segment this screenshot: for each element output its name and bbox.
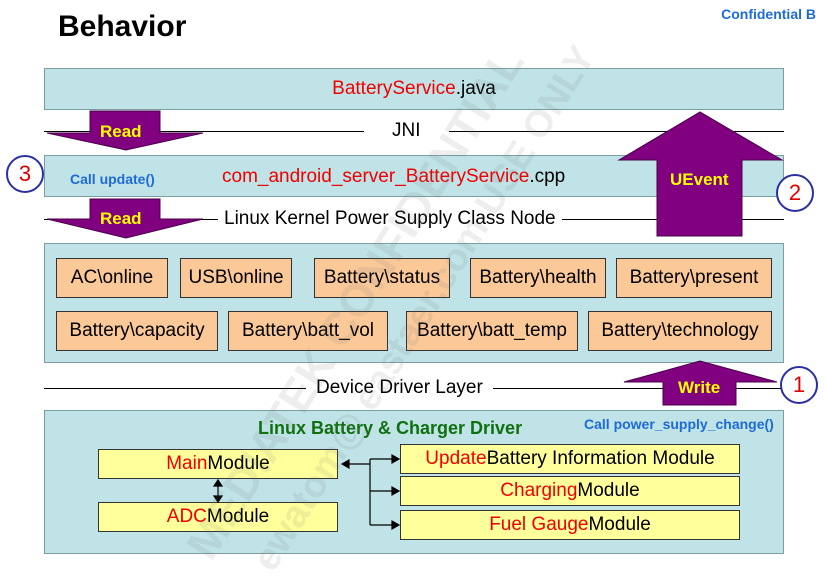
- driver-box-title: Linux Battery & Charger Driver: [258, 418, 523, 438]
- read-arrow-bottom-label: Read: [100, 209, 142, 228]
- main-module: Main Module: [98, 449, 338, 479]
- confidential-label: Confidential B: [721, 6, 816, 22]
- node-battery-present: Battery\present: [616, 258, 772, 298]
- charging-module-name: Charging: [500, 480, 578, 501]
- step-1-marker: 1: [780, 366, 818, 404]
- module-connectors: [212, 453, 401, 531]
- node-usb-online: USB\online: [180, 258, 292, 298]
- call-update-label: Call update(): [70, 171, 155, 187]
- charging-module: Charging Module: [400, 476, 740, 506]
- battery-service-band: BatteryService.java: [44, 68, 784, 110]
- write-arrow-label: Write: [678, 378, 721, 397]
- page-title: Behavior: [58, 10, 187, 43]
- node-battery-batt-temp: Battery\batt_temp: [406, 311, 578, 351]
- bus-update-arrowhead: [391, 453, 401, 465]
- main-adc-arrow-up: [212, 478, 224, 487]
- main-adc-arrow-down: [212, 495, 224, 504]
- jni-file-name: com_android_server_BatteryService: [222, 166, 530, 187]
- battery-service-ext: .java: [455, 78, 496, 99]
- node-ac-online: AC\online: [56, 258, 168, 298]
- node-battery-health: Battery\health: [470, 258, 606, 298]
- flow-arrows: [46, 110, 784, 406]
- write-arrow: [623, 360, 778, 406]
- read-arrow-top: [46, 110, 204, 151]
- main-module-suffix: Module: [207, 453, 270, 474]
- bus-fuel-arrowhead: [391, 519, 401, 531]
- read-arrow-top-label: Read: [100, 122, 142, 141]
- charging-module-suffix: Module: [577, 480, 640, 501]
- uevent-arrow-label: UEvent: [670, 170, 729, 189]
- node-battery-capacity: Battery\capacity: [56, 311, 218, 351]
- step-2-marker: 2: [776, 174, 814, 212]
- node-battery-batt-vol: Battery\batt_vol: [228, 311, 388, 351]
- fuel-gauge-module: Fuel Gauge Module: [400, 510, 740, 540]
- update-battery-info-module: Update Battery Information Module: [400, 444, 740, 474]
- call-power-supply-change-label: Call power_supply_change(): [584, 416, 774, 432]
- jni-file-ext: .cpp: [529, 166, 566, 187]
- main-module-name: Main: [166, 453, 208, 474]
- main-bus-arrowhead: [340, 458, 350, 470]
- battery-service-name: BatteryService: [332, 78, 456, 99]
- adc-module-suffix: Module: [206, 506, 270, 527]
- uevent-arrow: [617, 111, 784, 237]
- read-arrow-bottom: [46, 198, 204, 239]
- update-module-suffix: Battery Information Module: [486, 448, 715, 469]
- fuel-gauge-module-suffix: Module: [588, 514, 651, 535]
- step-3-marker: 3: [6, 155, 44, 193]
- jni-file-label: com_android_server_BatteryService.cpp: [222, 166, 565, 188]
- node-battery-status: Battery\status: [314, 258, 450, 298]
- adc-module-name: ADC: [166, 506, 207, 527]
- fuel-gauge-module-name: Fuel Gauge: [489, 514, 589, 535]
- driver-layer-label: Device Driver Layer: [306, 377, 493, 399]
- node-battery-technology: Battery\technology: [588, 311, 772, 351]
- jni-label: JNI: [364, 120, 449, 142]
- update-module-name: Update: [425, 448, 487, 469]
- battery-service-label: BatteryService.java: [332, 78, 496, 100]
- kernel-node-label: Linux Kernel Power Supply Class Node: [218, 208, 562, 230]
- bus-charging-arrowhead: [391, 485, 401, 497]
